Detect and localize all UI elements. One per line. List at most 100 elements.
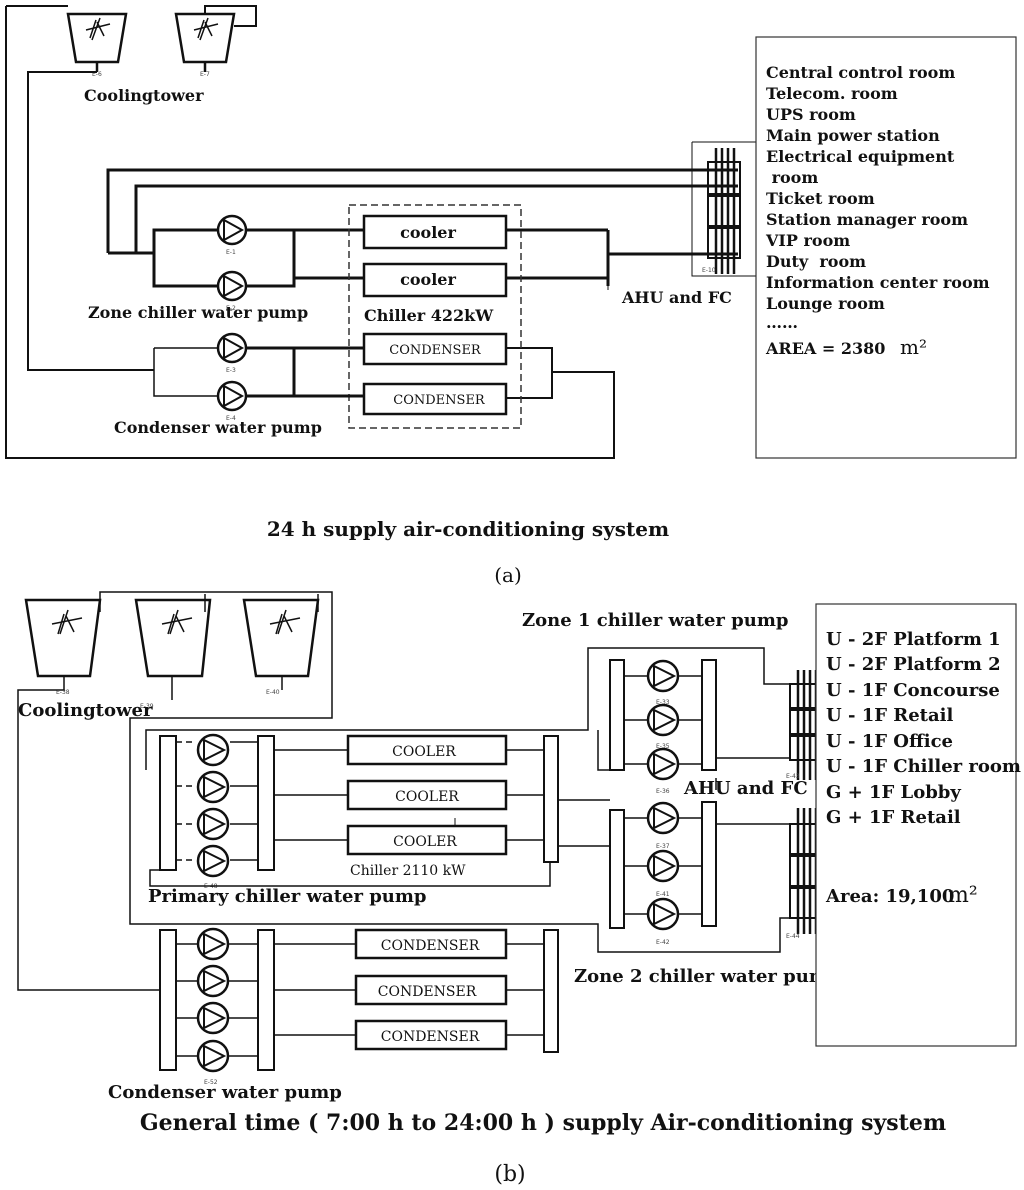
zone2-pump-label-b: Zone 2 chiller water pump — [574, 966, 840, 987]
svg-text:E-44: E-44 — [786, 933, 800, 940]
zone1-pump-b2 — [646, 703, 680, 737]
zone-item: U - 1F Office — [826, 731, 953, 752]
primary-pump-b1 — [196, 733, 230, 767]
area-unit-a: m² — [900, 335, 927, 359]
condenser-pump-label-b: Condenser water pump — [108, 1082, 342, 1103]
zone2-pump-b1 — [646, 801, 680, 835]
room-item: Telecom. room — [766, 84, 898, 103]
condenser-pump-label-a: Condenser water pump — [114, 418, 322, 437]
condenser-label-b3: CONDENSER — [381, 1029, 480, 1045]
cooler-label-b3: COOLER — [393, 834, 457, 850]
room-item: UPS room — [766, 105, 856, 124]
zone-item: G + 1F Lobby — [826, 782, 961, 803]
room-item: VIP room — [765, 231, 850, 250]
room-item: Ticket room — [766, 189, 875, 208]
svg-text:E-36: E-36 — [656, 788, 670, 795]
room-list-a: Central control room Telecom. room UPS r… — [765, 63, 990, 358]
condenser-label-b2: CONDENSER — [378, 984, 477, 1000]
caption-b: (b) — [494, 1162, 525, 1187]
svg-text:E-52: E-52 — [204, 1079, 218, 1086]
zone1-pump-label-b: Zone 1 chiller water pump — [522, 610, 788, 631]
svg-text:E-7: E-7 — [200, 71, 210, 78]
svg-text:E-35: E-35 — [656, 743, 670, 750]
room-item: Lounge room — [766, 294, 885, 313]
svg-text:E-4: E-4 — [226, 415, 236, 422]
svg-text:E-1: E-1 — [226, 249, 236, 256]
title-a: 24 h supply air-conditioning system — [267, 517, 669, 541]
coolingtower-label-b: Coolingtower — [18, 700, 153, 721]
zone1-pump-b3 — [646, 747, 680, 781]
cooler-box-a1: cooler — [362, 214, 508, 250]
cooling-tower-b1 — [24, 598, 102, 678]
zone-item: U - 1F Retail — [826, 705, 953, 726]
title-b: General time ( 7:00 h to 24:00 h ) suppl… — [140, 1110, 946, 1136]
cooling-tower-b3 — [242, 598, 320, 678]
svg-text:E-43: E-43 — [786, 773, 800, 780]
zone-item: U - 1F Chiller room — [826, 756, 1021, 777]
zone-item: U - 1F Concourse — [826, 680, 1000, 701]
room-item: Main power station — [766, 126, 940, 145]
svg-text:E-6: E-6 — [92, 71, 102, 78]
room-item: room — [766, 168, 818, 187]
svg-text:E-10: E-10 — [702, 267, 716, 274]
chiller-label-b: Chiller 2110 kW — [350, 863, 466, 879]
primary-pump-b4 — [196, 844, 230, 878]
cooler-label-a2: cooler — [400, 270, 456, 289]
ahu-label-b: AHU and FC — [683, 778, 808, 799]
room-item: Central control room — [766, 63, 955, 82]
condenser-pump-b1 — [196, 927, 230, 961]
ahu-fc-a: E-10 — [691, 141, 756, 277]
svg-text:E-40: E-40 — [266, 689, 280, 696]
svg-text:E-39: E-39 — [140, 703, 154, 710]
cooling-tower-a2 — [174, 12, 236, 72]
zone2-pump-b3 — [646, 897, 680, 931]
area-unit-b: m² — [948, 883, 978, 908]
primary-pump-label-b: Primary chiller water pump — [148, 886, 427, 907]
condenser-box-a2: CONDENSER — [362, 382, 508, 416]
condenser-box-a1: CONDENSER — [362, 332, 508, 366]
coolingtower-label-a: Coolingtower — [84, 86, 204, 105]
svg-text:E-41: E-41 — [656, 891, 670, 898]
zone2-pump-b2 — [646, 849, 680, 883]
svg-text:E-3: E-3 — [226, 367, 236, 374]
room-item: Information center room — [766, 273, 990, 292]
zone-pump-a1 — [216, 214, 248, 246]
svg-text:E-33: E-33 — [656, 699, 670, 706]
zone-item: G + 1F Retail — [826, 807, 961, 828]
zone-list-box-b — [815, 603, 1017, 1047]
cooler-label-a1: cooler — [400, 223, 456, 242]
ahu-label-a: AHU and FC — [621, 288, 732, 307]
svg-text:E-2: E-2 — [226, 305, 236, 312]
room-item: Station manager room — [766, 210, 968, 229]
cooling-tower-b2 — [134, 598, 212, 678]
primary-pump-b3 — [196, 807, 230, 841]
zone-pump-a2 — [216, 270, 248, 302]
room-item: …… — [766, 313, 798, 332]
caption-a: (a) — [494, 563, 522, 587]
cooler-box-a2: cooler — [362, 262, 508, 298]
area-label-b: Area: 19,100 — [825, 886, 954, 907]
cooler-label-b2: COOLER — [395, 789, 459, 805]
cooling-tower-a1 — [66, 12, 128, 72]
zone-list-b: U - 2F Platform 1 U - 2F Platform 2 U - … — [825, 629, 1021, 907]
condenser-pump-a1 — [216, 332, 248, 364]
condenser-pump-b3 — [196, 1001, 230, 1035]
zone-pump-label-a: Zone chiller water pump — [88, 303, 308, 322]
room-item: Duty room — [766, 252, 866, 271]
condenser-label-a2: CONDENSER — [393, 393, 486, 408]
condenser-box-b1: CONDENSER — [354, 928, 508, 960]
chiller-label-a: Chiller 422kW — [364, 306, 494, 325]
svg-text:E-37: E-37 — [656, 843, 670, 850]
condenser-label-b1: CONDENSER — [381, 938, 480, 954]
room-item: Electrical equipment — [766, 147, 955, 166]
svg-text:E-38: E-38 — [56, 689, 70, 696]
cooler-label-b1: COOLER — [392, 744, 456, 760]
diagram-a: E-6 E-7 Coolingtower E-1 E- — [5, 5, 1017, 587]
condenser-pump-a2 — [216, 380, 248, 412]
zone1-pump-b1 — [646, 659, 680, 693]
condenser-box-b2: CONDENSER — [354, 974, 508, 1006]
primary-pump-b2 — [196, 770, 230, 804]
zone-item: U - 2F Platform 2 — [826, 654, 1001, 675]
area-label-a: AREA = 2380 — [765, 339, 885, 358]
